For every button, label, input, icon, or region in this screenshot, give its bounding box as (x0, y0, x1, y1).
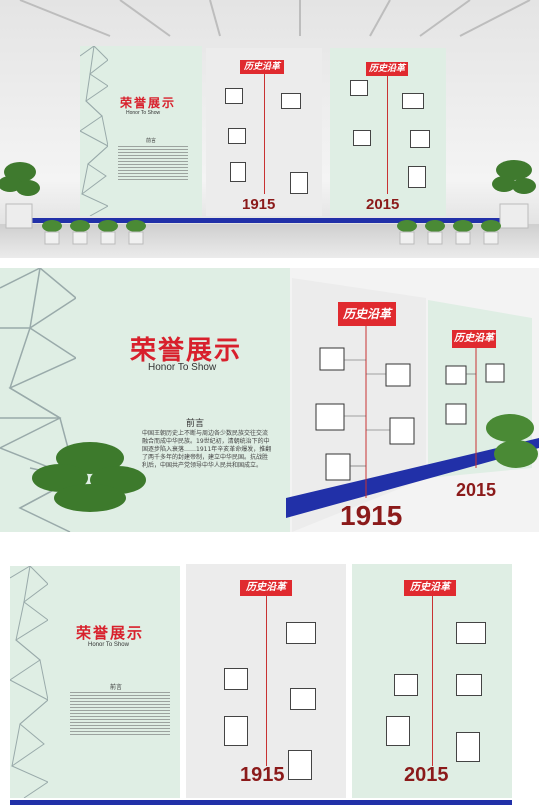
preface-heading-flat: 前言 (110, 684, 123, 691)
history-banner-flat-1: 历史沿革 (240, 580, 292, 596)
preface-text-block-flat (70, 692, 170, 736)
history-panels-angled (286, 278, 539, 532)
scene-top: 荣誉展示 Honor To Show 前言 历史沿革 1915 历史沿革 201… (0, 0, 539, 258)
year-2015-closeup: 2015 (456, 480, 497, 500)
ceiling-lights (19, 0, 531, 37)
photo-frame (230, 162, 246, 182)
year-1915-closeup: 1915 (340, 500, 403, 531)
photo-frame (456, 622, 486, 644)
photo-frame (408, 166, 426, 188)
photo-frame (394, 674, 418, 696)
preface-text-block (118, 146, 188, 180)
plant-icon (32, 442, 146, 512)
photo-frame (224, 716, 248, 746)
history-banner-2: 历史沿革 (366, 62, 408, 76)
honor-title-flat: 荣誉展示 (76, 624, 145, 642)
photo-frame (288, 750, 312, 780)
lattice-decoration (10, 566, 48, 798)
floor-strip (30, 218, 510, 223)
year-2015-flat: 2015 (404, 764, 449, 786)
photo-frame (225, 88, 243, 104)
year-1915: 1915 (242, 196, 276, 213)
history-banner-closeup-2: 历史沿革 (452, 330, 496, 348)
year-1915-flat: 1915 (240, 764, 285, 786)
photo-frame (224, 668, 248, 690)
photo-frame (281, 93, 301, 109)
preface-heading: 前言 (146, 138, 157, 144)
history-banner-1: 历史沿革 (240, 60, 284, 74)
photo-frame (350, 80, 368, 96)
small-plants-icon (397, 220, 501, 245)
small-plants-icon (42, 220, 146, 245)
lattice-decoration (0, 268, 76, 532)
preface-heading-closeup: 前言 (186, 419, 205, 429)
scene-bottom: 荣誉展示 Honor To Show 前言 历史沿革 1915 历史沿革 201… (0, 556, 539, 812)
plant-icon (486, 414, 538, 468)
year-2015: 2015 (366, 196, 400, 213)
plant-icon (492, 160, 536, 229)
honor-title: 荣誉展示 (120, 96, 177, 110)
photo-frame (456, 674, 482, 696)
photo-frame (290, 172, 308, 194)
photo-frame (228, 128, 246, 144)
photo-frame (286, 622, 316, 644)
honor-title-closeup: 荣誉展示 (130, 336, 243, 366)
preface-text-closeup: 中国王朝历史上不断与周边各少数民族交往交流融合而成中华民族。19世纪初，清朝统治… (142, 430, 272, 469)
scene-middle: 荣誉展示 Honor To Show 前言 中国王朝历史上不断与周边各少数民族交… (0, 268, 539, 532)
honor-subtitle: Honor To Show (126, 110, 161, 116)
photo-frame (410, 130, 430, 148)
history-banner-closeup-1: 历史沿革 (338, 302, 396, 326)
history-banner-flat-2: 历史沿革 (404, 580, 456, 596)
honor-subtitle-closeup: Honor To Show (148, 362, 217, 373)
floor-strip-flat (10, 800, 512, 805)
photo-frame (386, 716, 410, 746)
photo-frame (353, 130, 371, 146)
photo-frame (402, 93, 424, 109)
photo-frame (290, 688, 316, 710)
plant-icon (0, 162, 40, 229)
lattice-decoration (80, 46, 108, 216)
photo-frame (456, 732, 480, 762)
honor-subtitle-flat: Honor To Show (88, 642, 129, 648)
